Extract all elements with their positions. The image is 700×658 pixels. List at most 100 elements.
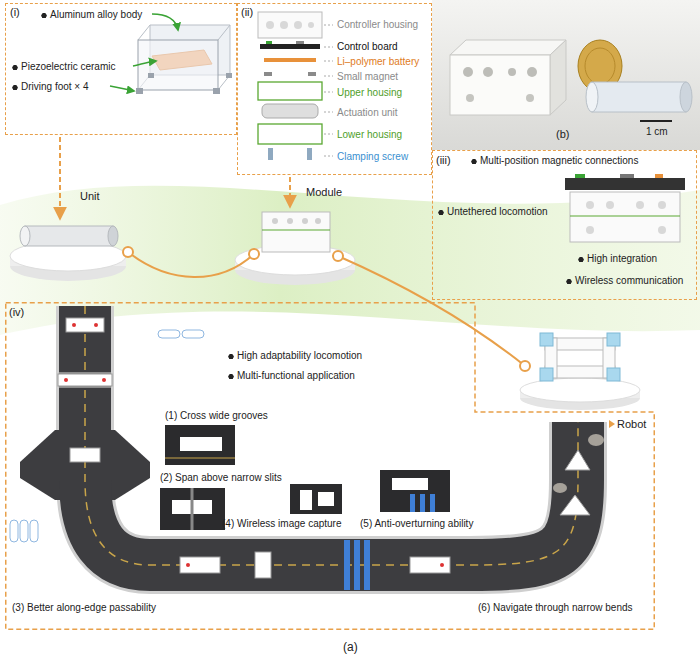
photo — [432, 0, 700, 150]
scale-up-flow — [60, 137, 530, 371]
integrated-module-part — [565, 178, 685, 190]
photo-part — [592, 82, 686, 112]
photo-part — [526, 94, 534, 102]
transducer-drawing-part — [110, 86, 134, 91]
track-part — [440, 563, 444, 567]
module-icons-part — [20, 520, 28, 542]
inset-photos — [160, 425, 450, 530]
part-label: Actuation unit — [337, 107, 398, 119]
inset-photos-part — [160, 488, 225, 530]
part-label: Lower housing — [337, 129, 402, 141]
exploded-view-part — [258, 12, 322, 38]
part-label: (5) Anti-overturning ability — [360, 518, 473, 530]
exploded-view-part — [268, 148, 273, 160]
part-label: Control board — [337, 41, 398, 53]
track-part — [59, 372, 111, 388]
module-pedestal — [235, 212, 355, 285]
part-label: (1) Cross wide grooves — [165, 410, 268, 422]
inset-photos-part — [165, 425, 235, 465]
integrated-module — [565, 174, 685, 242]
part-label: (3) Better along-edge passability — [12, 602, 156, 614]
track-part — [255, 552, 271, 578]
module-pedestal-part — [262, 230, 330, 231]
module-pedestal-part — [302, 218, 308, 224]
track-part-part — [354, 540, 360, 590]
photo-part — [508, 68, 516, 76]
photo-part — [527, 67, 537, 77]
integrated-module-part — [570, 216, 680, 217]
inset-photos-part-part — [420, 494, 425, 512]
track-part — [72, 323, 76, 327]
robot-pedestal-part — [540, 368, 553, 381]
panel-box: (iii)Multi-position magnetic connections… — [432, 150, 697, 300]
part-label: Aluminum alloy body — [41, 9, 142, 21]
exploded-view-part — [266, 41, 272, 44]
transducer-drawing-part — [148, 73, 154, 78]
inset-photos-part — [180, 437, 222, 451]
track-part — [344, 540, 370, 590]
panel-box: (i)Aluminum alloy bodyPiezoelectric cera… — [5, 3, 237, 135]
photo-part — [585, 48, 615, 84]
part-label: (2) Span above narrow slits — [160, 472, 282, 484]
photo-part — [450, 40, 566, 55]
integrated-module-part — [570, 192, 680, 242]
exploded-view-part — [260, 44, 320, 49]
transducer-drawing-part — [152, 14, 178, 30]
part-label: (4) Wireless image capture — [222, 518, 341, 530]
track-part — [85, 306, 578, 565]
module-pedestal-part — [315, 218, 321, 224]
inset-photos-part — [392, 478, 428, 490]
inset-photos-part — [290, 484, 342, 514]
robot-pedestal-part — [520, 378, 640, 402]
exploded-view-part — [324, 25, 333, 156]
panel-box: (ii)Controller housingControl boardLi–po… — [237, 3, 432, 175]
exploded-view-part — [258, 124, 322, 144]
track-part — [588, 434, 604, 446]
exploded-view-part — [262, 104, 318, 118]
part-label: Small magnet — [337, 71, 398, 83]
figure-label: Robot — [617, 418, 646, 431]
track-part — [180, 557, 220, 573]
panel-label: (iii) — [436, 154, 451, 167]
exploded-view-part — [280, 21, 288, 29]
track-part — [64, 378, 68, 382]
unit-pedestal-part — [25, 226, 113, 246]
module-pedestal-part — [262, 212, 330, 252]
exploded-view — [258, 12, 333, 160]
exploded-view-part — [296, 41, 304, 44]
module-icons-part — [182, 330, 204, 338]
scale-up-flow-part — [123, 247, 133, 257]
module-pedestal-part — [287, 218, 293, 224]
unit-pedestal-part — [108, 226, 118, 246]
inset-photos-part-part — [410, 494, 415, 512]
scale-up-flow-part — [333, 251, 343, 261]
track-part-part — [344, 540, 350, 590]
track-part — [70, 448, 100, 462]
transducer-drawing-part — [138, 40, 218, 90]
module-icons-part — [30, 520, 38, 542]
part-label: High adaptability locomotion — [228, 350, 362, 362]
exploded-view-part — [294, 21, 302, 29]
photo-part — [586, 82, 598, 112]
part-label: Wireless communication — [566, 275, 683, 287]
integrated-module-part — [655, 174, 663, 178]
inset-photos-part — [165, 458, 235, 459]
panel-box: (iv)High adaptability locomotionMulti-fu… — [5, 302, 655, 630]
panel-label: (iv) — [9, 306, 24, 319]
track-part — [94, 323, 98, 327]
inset-photos-part-part — [430, 494, 435, 512]
transducer-drawing — [110, 14, 232, 94]
part-label: Li–polymer battery — [337, 56, 419, 68]
transducer-drawing-part — [213, 88, 220, 94]
photo-part — [680, 82, 692, 112]
exploded-view-part-part — [324, 61, 333, 62]
robot-pedestal-part — [607, 368, 620, 381]
robot-pedestal-part — [607, 333, 620, 346]
module-icons-part — [158, 330, 180, 338]
integrated-module-part — [620, 174, 634, 178]
inset-photos-part — [191, 488, 194, 530]
inset-photos-part — [380, 470, 450, 512]
inset-photos-part — [300, 490, 312, 510]
